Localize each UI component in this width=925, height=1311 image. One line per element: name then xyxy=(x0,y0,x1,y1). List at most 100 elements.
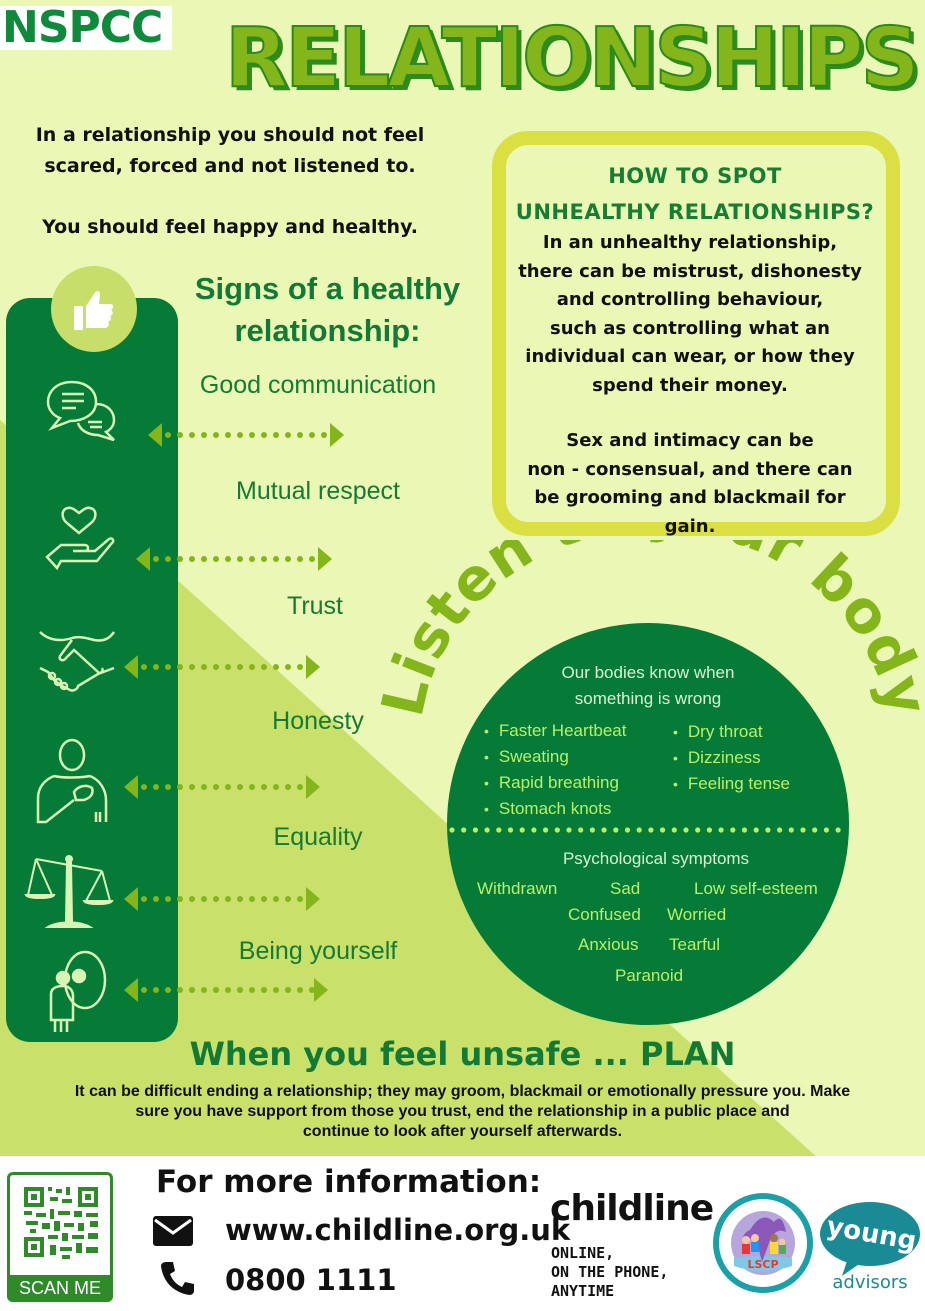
symptom-item: Stomach knots xyxy=(484,796,626,822)
sign-being-yourself: Being yourself xyxy=(238,937,398,965)
symptom-item: Dry throat xyxy=(673,719,790,745)
phone-icon xyxy=(161,1262,194,1295)
website-link[interactable]: www.childline.org.uk xyxy=(225,1213,571,1247)
divider-dot xyxy=(613,827,619,833)
divider-dot xyxy=(788,827,794,833)
intro-line-2: scared, forced and not listened to. xyxy=(44,155,416,177)
divider-dot xyxy=(812,827,818,833)
childline-tagline: ONLINE, ON THE PHONE, ANYTIME xyxy=(551,1244,668,1301)
divider-dot xyxy=(683,827,689,833)
intro-line-3: You should feel happy and healthy. xyxy=(42,216,418,238)
symptom-item: Sweating xyxy=(484,744,626,770)
dotted-divider xyxy=(449,827,841,833)
scan-me-label: SCAN ME xyxy=(7,1275,113,1302)
heart-hand-icon xyxy=(45,506,115,571)
spot-text-line: individual can wear, or how they xyxy=(525,346,855,367)
psych-symptom: Sad xyxy=(610,879,641,898)
divider-dot xyxy=(531,827,537,833)
divider-dot xyxy=(671,827,677,833)
envelope-icon xyxy=(153,1216,193,1246)
spot-text-line: spend their money. xyxy=(592,374,788,396)
physical-symptoms-col-1: Faster Heartbeat Sweating Rapid breathin… xyxy=(484,718,627,822)
psych-symptom: Low self-esteem xyxy=(694,879,818,898)
signs-title-line-2: relationship: xyxy=(234,313,421,348)
page-title: RELATIONSHIPS xyxy=(224,11,921,106)
intro-line-1: In a relationship you should not feel xyxy=(35,124,425,146)
spot-title-line-1: HOW TO SPOT xyxy=(608,164,782,188)
psych-symptom: Withdrawn xyxy=(477,879,558,898)
spot-text-line: and controlling behaviour, xyxy=(556,289,824,310)
divider-dot xyxy=(624,827,631,833)
symptoms-circle xyxy=(447,623,849,1025)
double-arrow xyxy=(136,547,332,571)
physical-symptoms-col-2: Dry throat Dizziness Feeling tense xyxy=(673,719,790,797)
speech-bubbles-icon xyxy=(46,380,116,442)
hand-on-heart-icon xyxy=(36,738,108,824)
double-arrow xyxy=(124,887,320,911)
plan-text-line: sure you have support from those you tru… xyxy=(135,1103,790,1120)
divider-dot xyxy=(648,827,654,833)
divider-dot xyxy=(718,827,724,833)
handshake-icon xyxy=(39,631,116,692)
plan-text-line: continue to look after yourself afterwar… xyxy=(302,1123,623,1140)
sign-equality: Equality xyxy=(273,823,363,851)
divider-dot xyxy=(835,827,841,833)
people-mirror-icon xyxy=(49,950,107,1032)
circle-intro-line-1: Our bodies know when xyxy=(561,663,735,682)
nspcc-logo: NSPCC xyxy=(0,6,172,50)
spot-paragraph-1: In an unhealthy relationship, there can … xyxy=(500,229,880,400)
psych-symptom: Tearful xyxy=(669,935,721,954)
divider-dot xyxy=(660,827,666,833)
double-arrow xyxy=(124,978,328,1002)
divider-dot xyxy=(566,827,572,833)
divider-dot xyxy=(800,827,806,833)
divider-dot xyxy=(449,827,455,833)
divider-dot xyxy=(741,827,748,833)
sign-honesty: Honesty xyxy=(272,707,364,735)
signs-title: Signs of a healthy relationship: xyxy=(185,268,470,352)
divider-dot xyxy=(706,827,712,833)
divider-dot xyxy=(730,827,736,833)
spot-title-line-2: UNHEALTHY RELATIONSHIPS? xyxy=(515,200,875,224)
symptom-item: Feeling tense xyxy=(673,771,790,797)
psych-symptom: Anxious xyxy=(578,935,639,954)
signs-title-line-1: Signs of a healthy xyxy=(194,271,461,306)
spot-text-line: be grooming and blackmail for xyxy=(534,487,846,508)
divider-dot xyxy=(554,827,560,833)
divider-dot xyxy=(823,827,829,833)
symptom-item: Faster Heartbeat xyxy=(484,718,627,744)
double-arrow xyxy=(124,775,320,799)
plan-text: It can be difficult ending a relationshi… xyxy=(20,1082,905,1142)
divider-dot xyxy=(484,827,490,833)
divider-dot xyxy=(589,827,595,833)
spot-box-title: HOW TO SPOT UNHEALTHY RELATIONSHIPS? xyxy=(494,158,896,230)
sign-mutual-respect: Mutual respect xyxy=(236,477,400,505)
double-arrow xyxy=(148,423,344,447)
spot-text-line: such as controlling what an xyxy=(549,317,830,339)
childline-tag-line: ON THE PHONE, xyxy=(551,1263,669,1281)
spot-text-line: non - consensual, and there can xyxy=(527,458,853,480)
divider-dot xyxy=(636,827,642,833)
divider-dot xyxy=(507,827,514,833)
divider-dot xyxy=(543,827,549,833)
plan-text-line: It can be difficult ending a relationshi… xyxy=(74,1083,851,1100)
childline-tag-line: ONLINE, xyxy=(551,1244,615,1262)
spot-text-line: there can be mistrust, dishonesty xyxy=(518,260,862,282)
divider-dot xyxy=(765,827,771,833)
divider-dot xyxy=(519,827,525,833)
double-arrow xyxy=(124,655,320,679)
unhealthy-relationships-box xyxy=(492,131,900,536)
circle-intro-line-2: something is wrong xyxy=(574,689,722,708)
plan-title: When you feel unsafe ... PLAN xyxy=(189,1035,736,1073)
scales-icon xyxy=(24,855,114,928)
psych-symptom: Worried xyxy=(667,905,727,924)
divider-dot xyxy=(601,827,607,833)
young-advisors-logo: young advisors xyxy=(820,1202,920,1293)
advisors-text: advisors xyxy=(832,1272,907,1293)
symptom-item: Dizziness xyxy=(673,745,790,771)
circle-intro: Our bodies know when something is wrong xyxy=(447,660,849,712)
spot-paragraph-2: Sex and intimacy can be non - consensual… xyxy=(500,427,880,541)
symptom-item: Rapid breathing xyxy=(484,770,626,796)
phone-number[interactable]: 0800 1111 xyxy=(225,1263,397,1297)
divider-dot xyxy=(496,827,502,833)
